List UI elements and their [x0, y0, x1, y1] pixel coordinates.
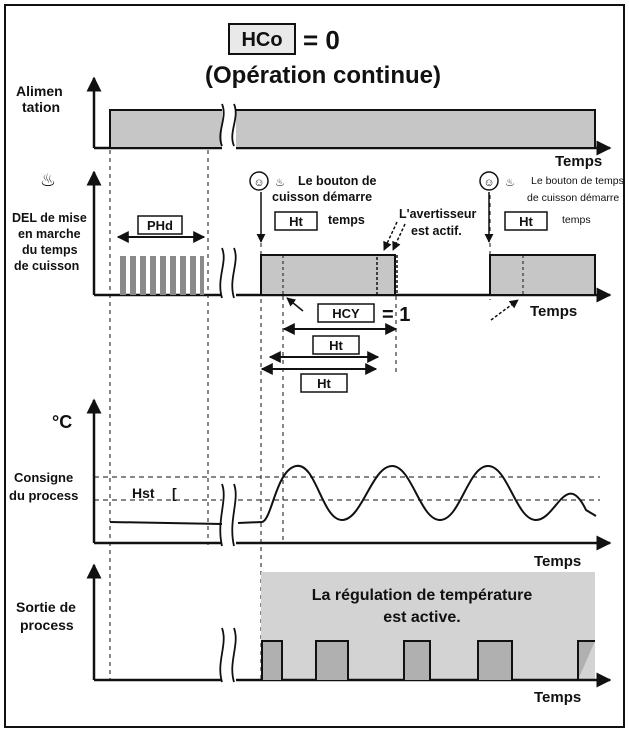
- ht-display-box-2: [504, 211, 548, 231]
- break-power: [219, 103, 237, 154]
- setpoint-label-1: Consigne: [14, 470, 73, 485]
- button-1-text-1: Le bouton de: [298, 174, 377, 188]
- button-1-text-2: cuisson démarre: [272, 190, 372, 204]
- button-2-text-3: temps: [562, 214, 591, 226]
- break-led: [219, 247, 237, 300]
- vertical-guides: [109, 150, 491, 680]
- temp-curve-regulated: [237, 464, 597, 524]
- output-row: La régulation de température est active.…: [16, 563, 612, 706]
- ht-code-1: Ht: [289, 214, 303, 229]
- cook-bar-2: [489, 254, 596, 296]
- buzzer-arrow-a: [383, 221, 398, 251]
- header-subtitle: (Opération continue): [205, 62, 441, 89]
- hco-value: = 0: [303, 25, 340, 55]
- pot-icon-2: ♨: [505, 177, 515, 189]
- power-time-label: Temps: [555, 153, 602, 170]
- time-break-marks: [219, 103, 237, 683]
- hco-code: HCo: [241, 29, 282, 51]
- cook-button-glyph-1: ☺: [253, 177, 264, 189]
- power-row: Alimen tation Temps: [16, 76, 612, 170]
- hcy-code: HCY: [332, 306, 360, 321]
- cook-button-icon-2: [479, 171, 499, 191]
- led-row: ♨ DEL de mise en marche du temps de cuis…: [12, 170, 624, 393]
- temp-curve-idle: [109, 521, 223, 525]
- output-time-label: Temps: [534, 689, 581, 706]
- hcy-display-box: [317, 303, 375, 323]
- temp-unit-label: °C: [52, 412, 72, 432]
- hco-display-box: [228, 23, 296, 55]
- button-2-text-2: de cuisson démarre: [527, 192, 619, 204]
- marker-arrow-2: [490, 299, 519, 321]
- buzzer-text-2: est actif.: [411, 224, 462, 238]
- button-1-text-3: temps: [328, 213, 365, 227]
- hysteresis-bracket: [: [172, 485, 177, 501]
- cook-button-icon-1: [249, 171, 269, 191]
- ht-span-code: Ht: [329, 338, 343, 353]
- header: HCo = 0 (Opération continue): [205, 23, 441, 89]
- buzzer-text-1: L'avertisseur: [399, 207, 476, 221]
- ht-display-box-1: [274, 211, 318, 231]
- regulation-text-2: est active.: [383, 609, 460, 626]
- buzzer-pulse: [376, 254, 398, 296]
- led-label-4: de cuisson: [14, 259, 79, 273]
- outer-frame: [4, 4, 625, 728]
- hysteresis-label: Hst: [132, 485, 155, 501]
- ht-code-2: Ht: [519, 214, 533, 229]
- led-label-1: DEL de mise: [12, 211, 87, 225]
- break-output: [219, 627, 237, 683]
- output-label-1: Sortie de: [16, 599, 76, 615]
- output-pulses: [261, 640, 595, 680]
- led-label-2: en marche: [18, 227, 81, 241]
- cook-bar-1: [260, 254, 396, 296]
- button-2-text-1: Le bouton de temps: [531, 175, 624, 187]
- phd-code: PHd: [147, 218, 173, 233]
- break-temp: [219, 483, 237, 547]
- ht1-span-box: [300, 373, 348, 393]
- power-on-bar: [109, 109, 596, 149]
- marker-arrow-1: [286, 297, 304, 312]
- setpoint-label-2: du process: [9, 488, 78, 503]
- led-label-3: du temps: [22, 243, 78, 257]
- power-label-1: Alimen: [16, 83, 63, 99]
- led-time-label: Temps: [530, 303, 577, 320]
- pot-icon-1: ♨: [275, 177, 285, 189]
- regulation-text-1: La régulation de température: [312, 587, 533, 604]
- phd-display-box: [137, 215, 183, 235]
- preheat-pulses: [118, 256, 204, 295]
- cook-button-glyph-2: ☺: [483, 177, 494, 189]
- power-label-2: tation: [22, 99, 60, 115]
- temperature-row: °C Consigne du process Hst [ Temps: [9, 398, 612, 570]
- temp-time-label: Temps: [534, 553, 581, 570]
- output-label-2: process: [20, 617, 74, 633]
- ht1-span-code: Ht: [317, 376, 331, 391]
- heat-icon: ♨: [40, 170, 56, 190]
